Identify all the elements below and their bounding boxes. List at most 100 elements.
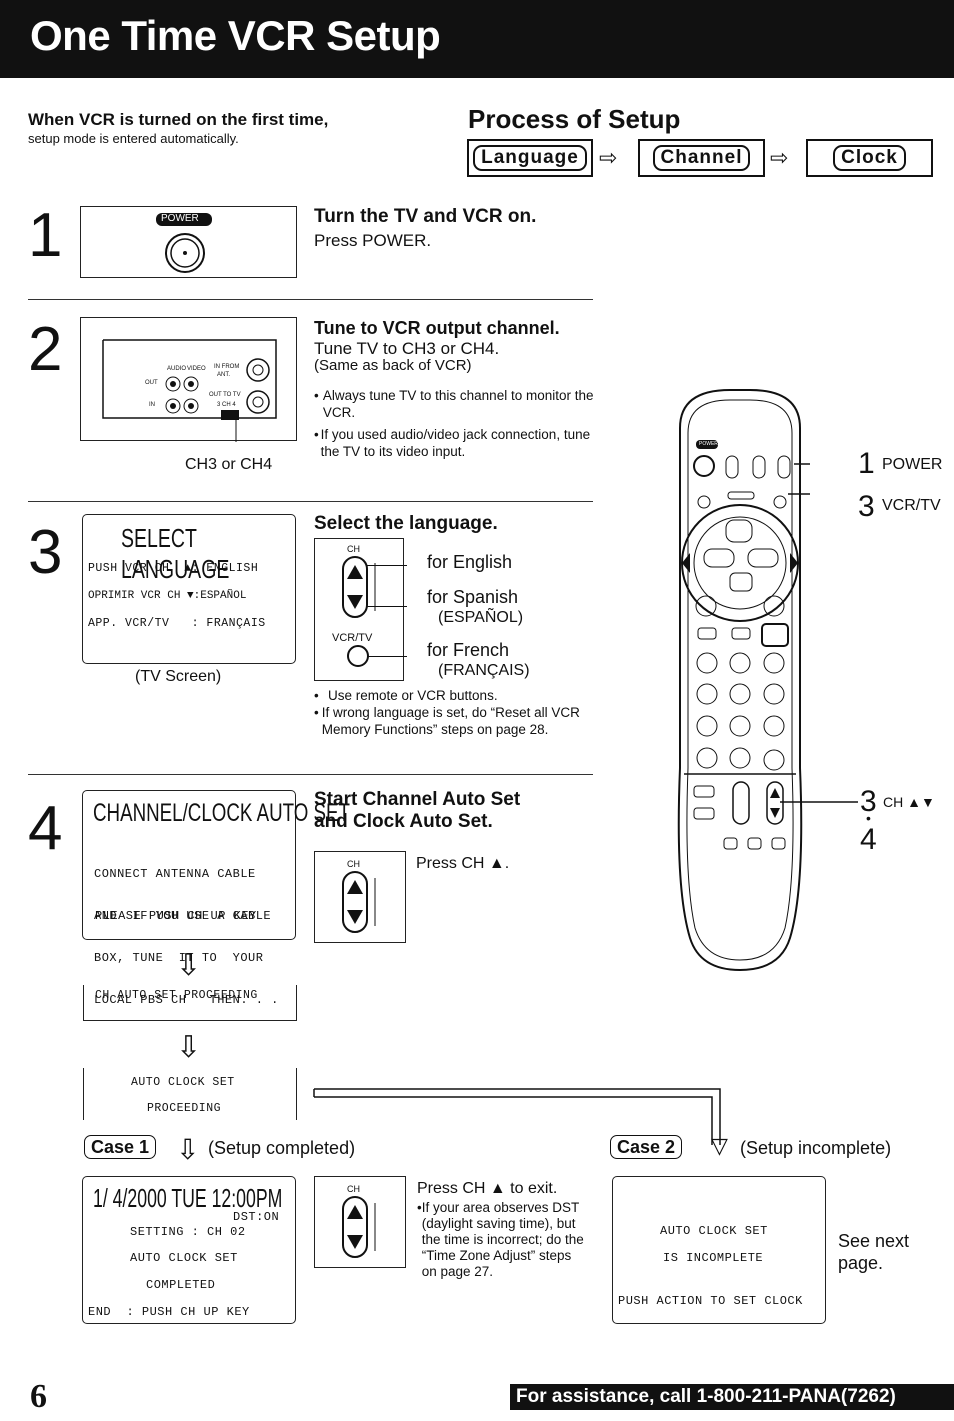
step2-bullet: •If you used audio/video jack connection… (314, 426, 599, 460)
tv-screen-setup-incomplete: AUTO CLOCK SET IS INCOMPLETE PUSH ACTION… (612, 1176, 826, 1324)
screen-line: AUTO CLOCK SET (131, 1076, 235, 1089)
ch-auto-set-screen: CH AUTO SET PROCEEDING (83, 985, 297, 1021)
callout-number: 1 (858, 447, 875, 480)
case1-label: Case 1 (84, 1135, 157, 1159)
divider (28, 299, 593, 300)
connector-arrow (313, 1088, 721, 1145)
screen-line: COMPLETED (146, 1278, 216, 1292)
vcrtv-button-icon (347, 645, 369, 667)
ch-label: CH (347, 1184, 360, 1194)
callout-label: CH ▲▼ (883, 794, 935, 810)
case1-bullet: •If your area observes DST (daylight sav… (417, 1200, 587, 1280)
ch-button-illustration: CH (314, 1176, 406, 1268)
arrow-down-icon: ⇩ (176, 949, 202, 982)
process-stage-clock: Clock (806, 139, 933, 177)
bullet-text: Use remote or VCR buttons. (328, 688, 498, 703)
stage-label: Language (473, 145, 587, 171)
callout-label: POWER (882, 456, 943, 473)
callout-dot: • (866, 810, 871, 826)
callout-number: 3 (858, 490, 875, 523)
bullet-text: If wrong language is set, do “Reset all … (321, 705, 580, 737)
screen-line: AND IF YOU USE A CABLE (94, 909, 272, 923)
francais-label: (FRANÇAIS) (438, 662, 530, 679)
case1-press: Press CH ▲ to exit. (417, 1180, 558, 1197)
page-number: 6 (30, 1378, 47, 1415)
callout-label: VCR/TV (882, 497, 941, 514)
step3-bullet: •If wrong language is set, do “Reset all… (314, 704, 594, 738)
in-label: IN (149, 402, 155, 408)
screen-line: IS INCOMPLETE (663, 1251, 764, 1265)
step-number: 3 (28, 518, 63, 587)
process-stage-channel: Channel (638, 139, 765, 177)
screen-line: BOX, TUNE IT TO YOUR (94, 951, 264, 965)
arrow-down-icon: ▽ (711, 1133, 728, 1158)
vcr-back-panel: AUDIO VIDEO IN FROM ANT. OUT IN OUT TO T… (80, 317, 297, 456)
screen-time: 1/ 4/2000 TUE 12:00PM (93, 1183, 283, 1213)
vcr-rear-jacks-illustration (102, 339, 277, 456)
step-number: 2 (28, 315, 63, 384)
screen-title: SELECT LANGUAGE (121, 523, 230, 584)
divider (28, 501, 593, 502)
ch34-label: 3 CH 4 (217, 402, 236, 408)
auto-clock-set-screen: AUTO CLOCK SET PROCEEDING (83, 1068, 297, 1120)
ch-up-down-icon (342, 1196, 376, 1258)
screen-line: DST:ON (233, 1210, 280, 1224)
arrow-down-icon: ⇩ (176, 1031, 202, 1064)
arrow-down-icon: ⇩ (176, 1134, 200, 1165)
step1-title: Turn the TV and VCR on. (314, 206, 537, 227)
ch-label: CH (347, 859, 360, 869)
tv-screen-select-language: SELECT LANGUAGE PUSH VCR CH ▲: ENGLISH O… (82, 514, 296, 664)
process-title: Process of Setup (468, 104, 681, 134)
arrow-right-icon: ⇨ (599, 145, 618, 170)
tv-screen-channel-clock: CHANNEL/CLOCK AUTO SET CONNECT ANTENNA C… (82, 790, 350, 1007)
for-french-label: for French (427, 640, 510, 660)
step3-bullet: •Use remote or VCR buttons. (314, 688, 498, 703)
ch-up-down-icon (342, 871, 376, 933)
step2-title: Tune to VCR output channel. (314, 318, 560, 338)
screen-line: OPRIMIR VCR CH ▼:ESPAÑOL (88, 590, 247, 602)
screen-line: PUSH VCR CH ▲: ENGLISH (88, 562, 259, 575)
video-label: VIDEO (187, 366, 206, 372)
ch3-ch4-callout: CH3 or CH4 (185, 456, 273, 473)
screen-line: PUSH ACTION TO SET CLOCK (618, 1294, 803, 1308)
screen-line: AUTO CLOCK SET (130, 1251, 238, 1265)
step2-text: Tune TV to CH3 or CH4. (314, 339, 500, 358)
process-stage-language: Language (467, 139, 593, 177)
bullet-text: If your area observes DST (daylight savi… (421, 1200, 584, 1279)
screen-line: LOCAL PBS CH THEN. . . (94, 993, 279, 1007)
intro-subtext: setup mode is entered automatically. (28, 131, 239, 146)
step2-bullet: •Always tune TV to this channel to monit… (314, 388, 594, 420)
screen-line: APP. VCR/TV : FRANÇAIS (88, 617, 266, 630)
remote-control-illustration (677, 389, 810, 972)
step4-title-2: and Clock Auto Set. (314, 811, 493, 832)
stage-label: Clock (833, 145, 906, 171)
callout-number: 4 (860, 823, 877, 856)
case2-status: (Setup incomplete) (740, 1138, 892, 1158)
power-icon (156, 213, 212, 273)
screen-line: PLEASE PUSH CH UP KEY (95, 909, 257, 923)
screen-lines: CONNECT ANTENNA CABLE AND IF YOU USE A C… (94, 839, 279, 1035)
in-from-label: IN FROM (214, 364, 240, 370)
divider (28, 774, 593, 775)
screen-title: CHANNEL/CLOCK AUTO SET (93, 799, 351, 827)
audio-label: AUDIO (167, 366, 187, 372)
bullet-text: If you used audio/video jack connection,… (320, 427, 591, 459)
page-title: One Time VCR Setup (30, 12, 441, 59)
bullet-text: Always tune TV to this channel to monito… (322, 388, 594, 420)
for-spanish-label: for Spanish (427, 587, 519, 607)
stage-label: Channel (652, 145, 751, 171)
screen-line: CH AUTO SET PROCEEDING (95, 989, 258, 1002)
callout-number: 3 (860, 785, 877, 818)
screen-line: SETTING : CH 02 (130, 1225, 246, 1239)
remote-power-label: POWER (699, 441, 718, 447)
step2-note: (Same as back of VCR) (314, 357, 472, 374)
case2-label: Case 2 (610, 1135, 683, 1159)
ch-up-down-icon (342, 556, 376, 618)
step-number: 1 (28, 201, 63, 270)
out-label: OUT (145, 380, 158, 386)
screen-line: CONNECT ANTENNA CABLE (94, 867, 256, 881)
screen-line: END : PUSH CH UP KEY (88, 1305, 250, 1319)
vcrtv-label: VCR/TV (332, 632, 373, 644)
tv-screen-caption: (TV Screen) (135, 668, 222, 685)
ant-label: ANT. (217, 372, 231, 378)
